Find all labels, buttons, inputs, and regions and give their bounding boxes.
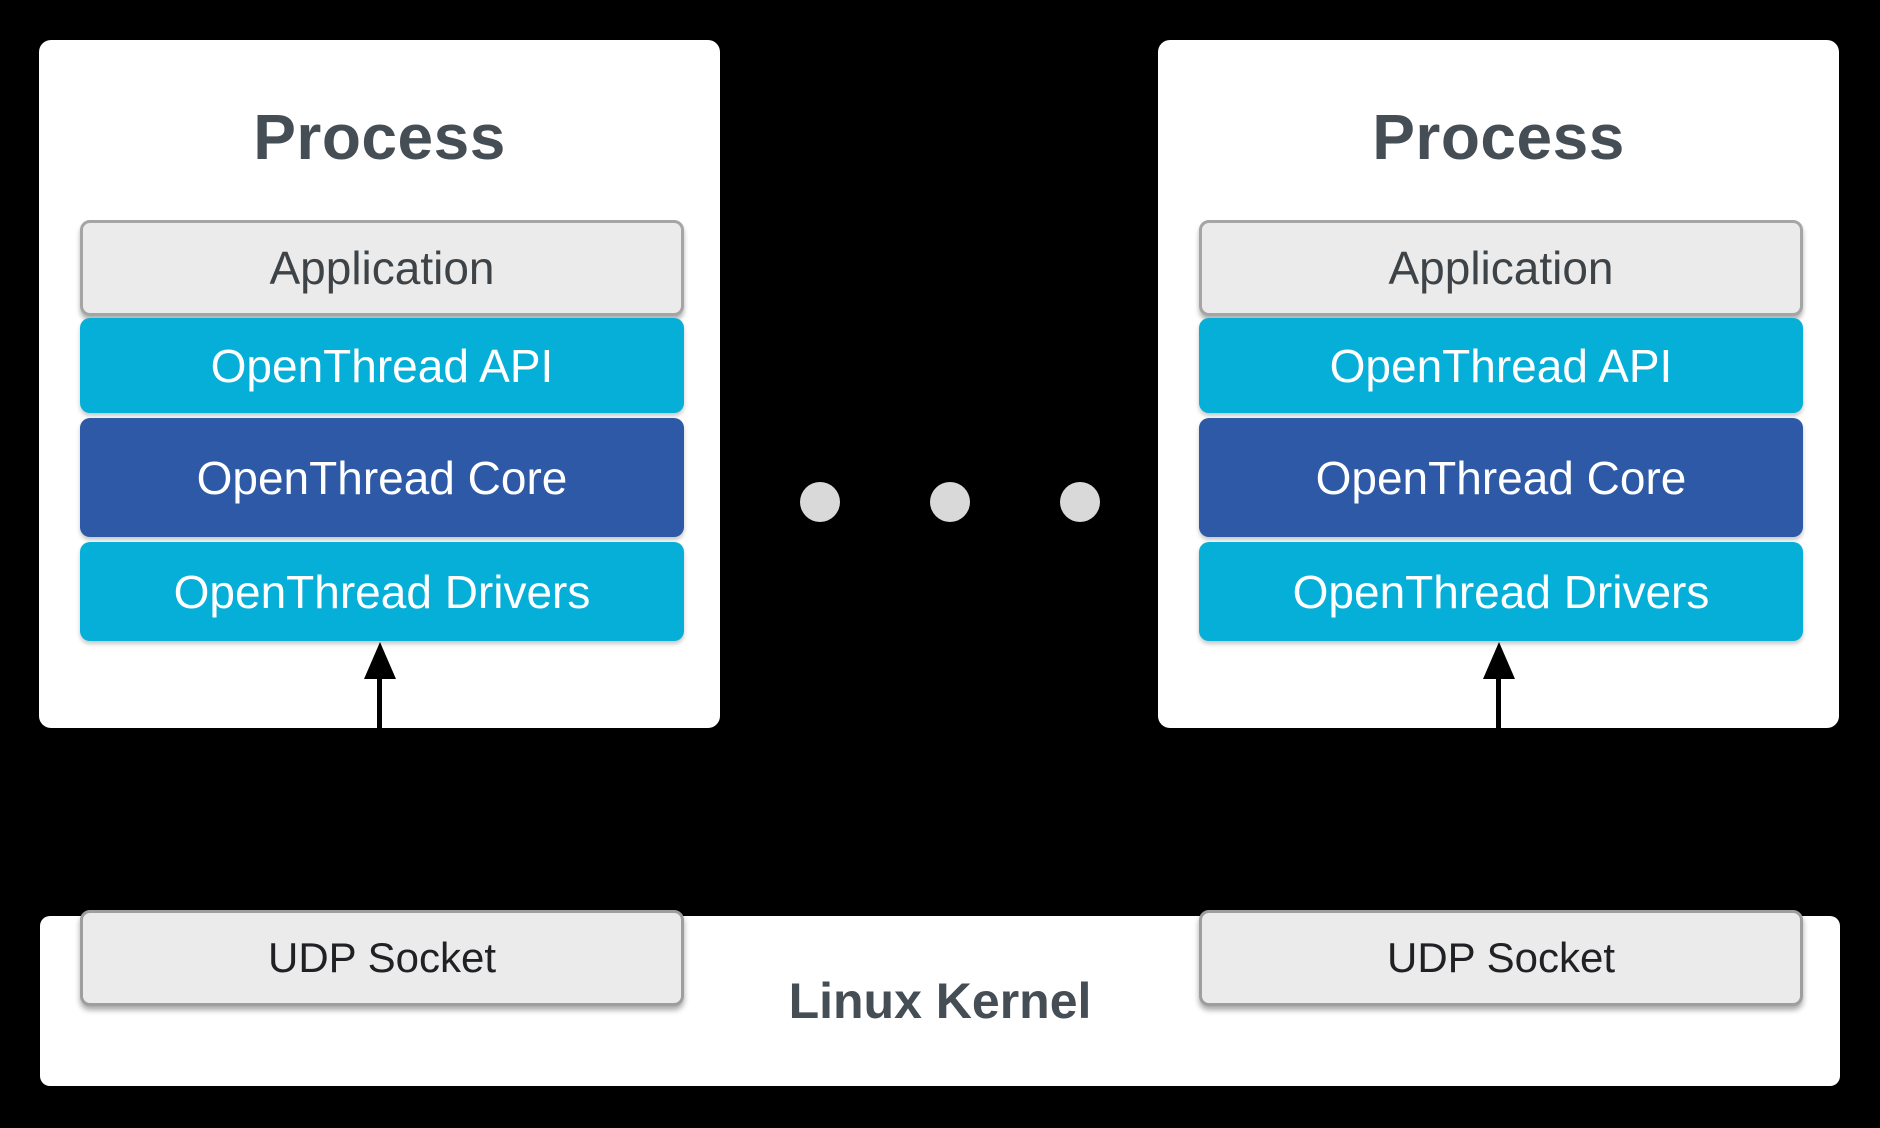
- process-box-left: Process Application OpenThread API OpenT…: [39, 40, 720, 728]
- udp-socket-left: UDP Socket: [80, 910, 684, 1006]
- ellipsis-dot: [1060, 482, 1100, 522]
- layer-openthread-api: OpenThread API: [1199, 318, 1803, 413]
- layer-openthread-drivers: OpenThread Drivers: [80, 542, 684, 641]
- arrow-head: [1483, 642, 1515, 679]
- layer-openthread-drivers: OpenThread Drivers: [1199, 542, 1803, 641]
- linux-kernel-title: Linux Kernel: [788, 973, 1092, 1029]
- ellipsis-dot: [930, 482, 970, 522]
- layer-openthread-api: OpenThread API: [80, 318, 684, 413]
- arrow-head: [364, 642, 396, 679]
- udp-socket-right: UDP Socket: [1199, 910, 1803, 1006]
- process-title: Process: [1372, 101, 1625, 173]
- layer-openthread-core: OpenThread Core: [1199, 418, 1803, 537]
- layer-openthread-core: OpenThread Core: [80, 418, 684, 537]
- arrow-shaft: [377, 676, 382, 728]
- layer-application: Application: [1199, 220, 1803, 316]
- ellipsis-dot: [800, 482, 840, 522]
- arrow-shaft: [1496, 676, 1501, 728]
- process-box-right: Process Application OpenThread API OpenT…: [1158, 40, 1839, 728]
- layer-application: Application: [80, 220, 684, 316]
- process-title: Process: [253, 101, 506, 173]
- ellipsis-icon: [800, 482, 1100, 522]
